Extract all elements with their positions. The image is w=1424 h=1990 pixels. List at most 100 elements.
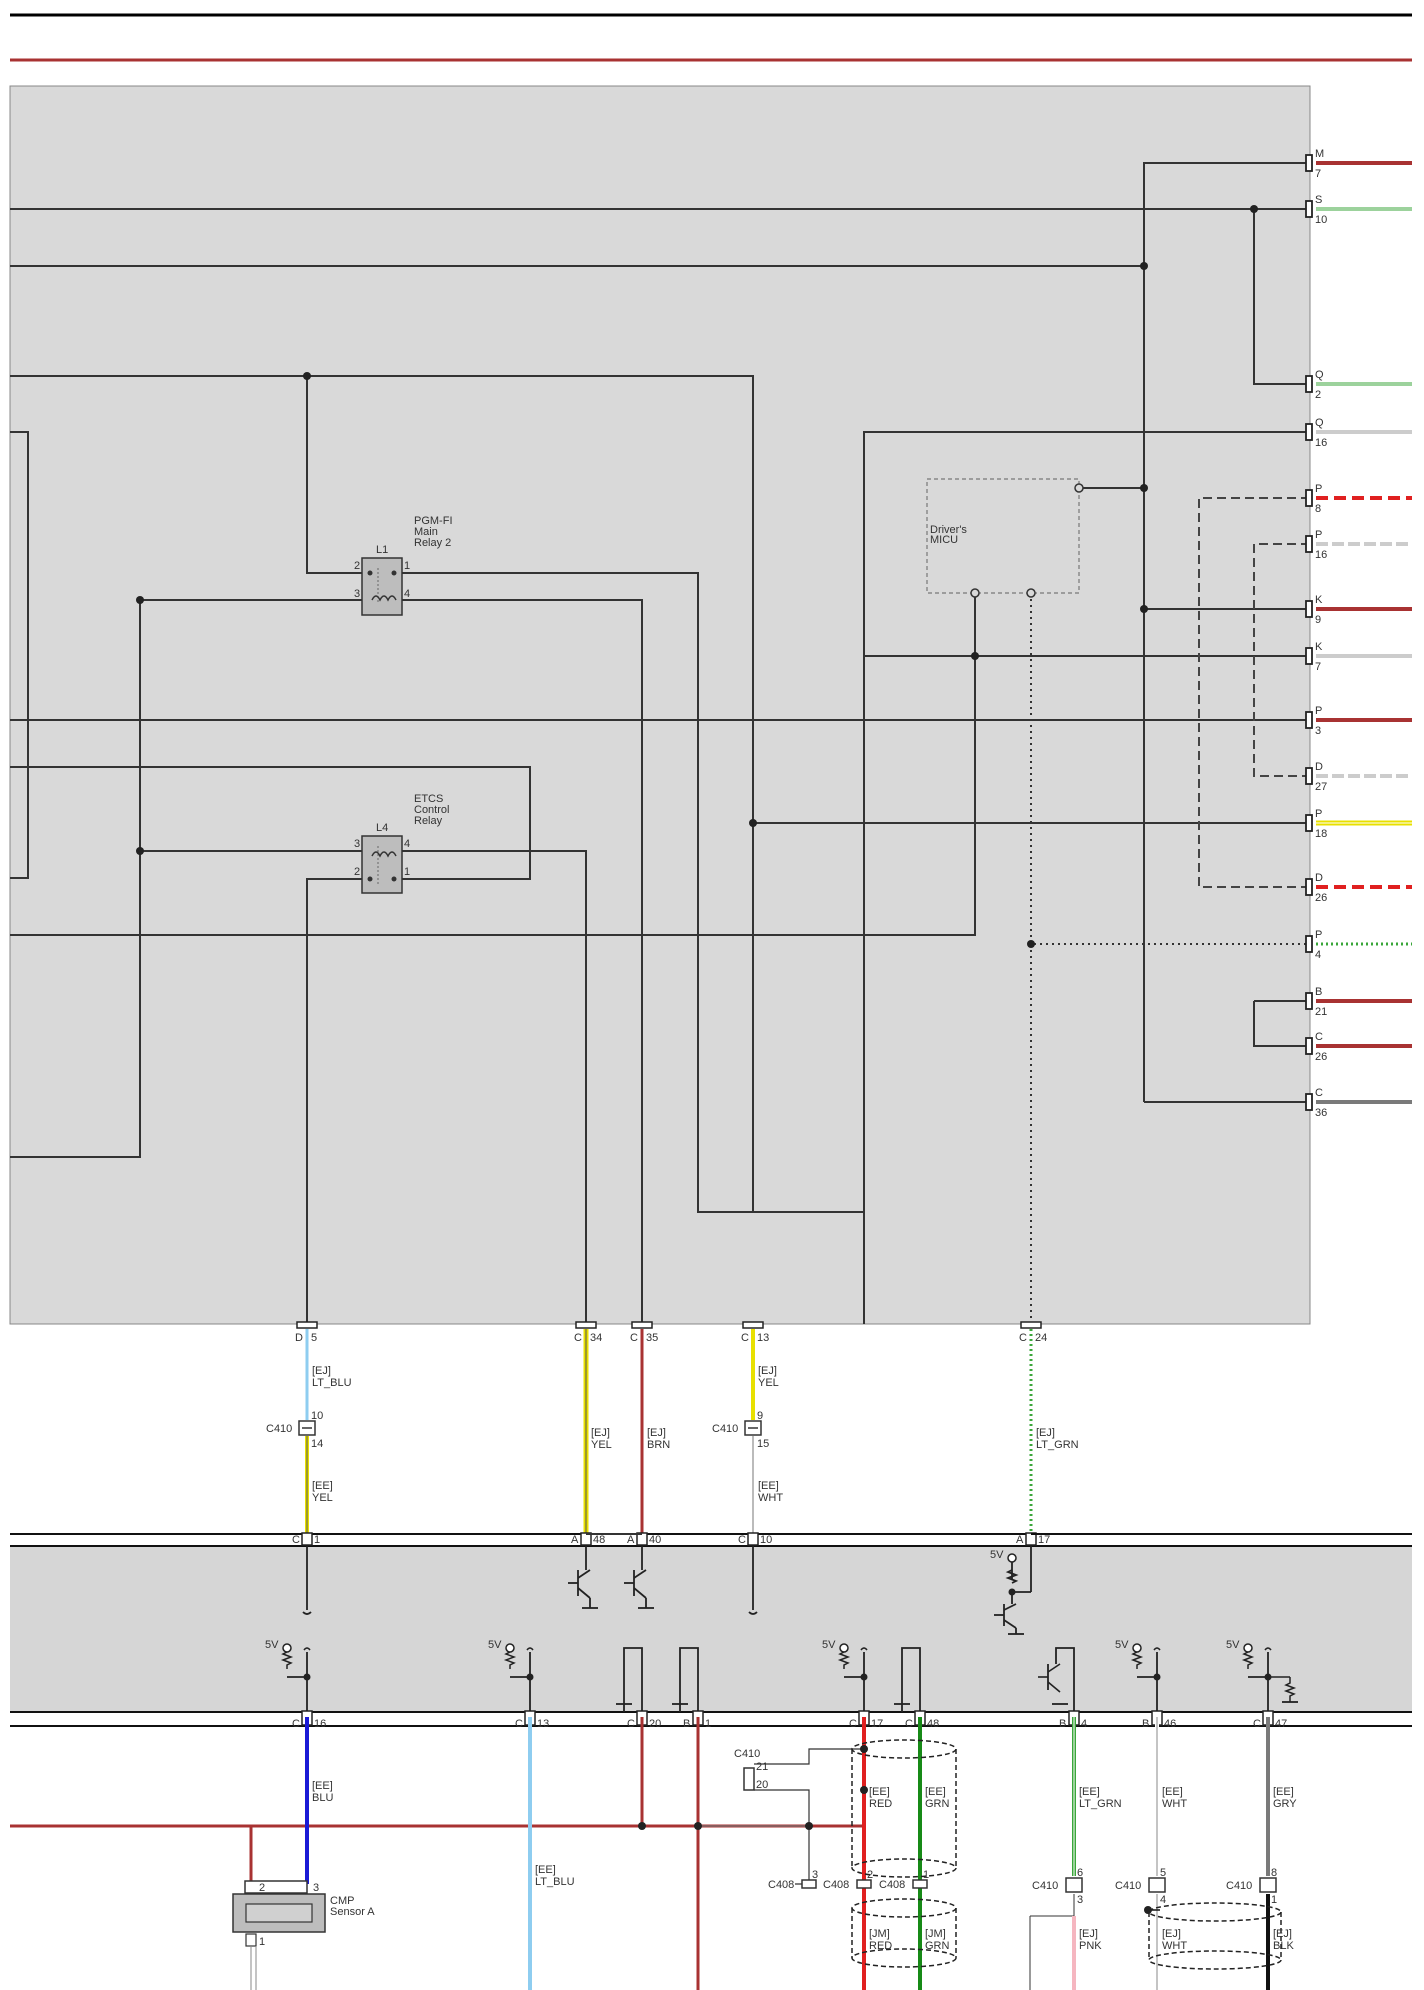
pullup-tilde: [303, 1647, 311, 1651]
wire-label-color: LT_BLU: [312, 1377, 352, 1389]
terminal-connector-label: C: [1019, 1332, 1027, 1344]
terminal-pin-label: 7: [1315, 168, 1321, 180]
cmp-sensor-label-2: Sensor A: [330, 1906, 375, 1918]
wire-label-code: [EE]: [758, 1480, 779, 1492]
pullup-tilde: [526, 1647, 534, 1651]
relay-l4-pin-bl: 2: [354, 866, 360, 878]
terminal-pin: [1305, 200, 1313, 218]
terminal-pin-label: 4: [1315, 949, 1321, 961]
terminal-pin-label: 26: [1315, 892, 1327, 904]
v5-source: [1132, 1643, 1142, 1653]
v5-label: 5V: [990, 1549, 1004, 1561]
terminal-connector-label: C: [292, 1718, 300, 1730]
right-terminals: M7S10Q2Q16P8P16K9K7P3D27P18D26P4B21C26C3…: [1305, 148, 1412, 1119]
relay-l1-title-3: Relay 2: [414, 537, 451, 549]
wire-label-code: [EJ]: [758, 1365, 777, 1377]
c410-bottom-2-name: C410: [1115, 1880, 1141, 1892]
terminal-pin: [1305, 1037, 1313, 1055]
relay-l1-pin-bl: 3: [354, 588, 360, 600]
c410-bottom-1-pin-bottom: 3: [1077, 1894, 1083, 1906]
terminal-connector-label: K: [1315, 594, 1323, 606]
wire-label-color: RED: [869, 1798, 892, 1810]
mid-junction-a17: [1008, 1588, 1016, 1596]
pulldown-resistor: [1283, 1677, 1297, 1702]
terminal-connector-label: P: [1315, 705, 1322, 717]
terminal-connector-label: C: [1315, 1087, 1323, 1099]
terminal-pin-label: 24: [1035, 1332, 1047, 1344]
ecm-dashed-wiring: [1198, 497, 1310, 888]
terminal-pin-label: 21: [1315, 1006, 1327, 1018]
micu-label-1: Driver's: [930, 524, 967, 536]
c410-bottom-1-name: C410: [1032, 1880, 1058, 1892]
relay-l1-pin-br: 4: [404, 588, 410, 600]
wire-label-color: WHT: [1162, 1940, 1187, 1952]
terminal-connector-label: Q: [1315, 417, 1324, 429]
c410-lower-pin-top: 21: [756, 1761, 768, 1773]
wire-label-code: [EJ]: [1079, 1928, 1098, 1940]
c410-lower-pin-bottom: 20: [756, 1779, 768, 1791]
terminal-connector-label: C: [1315, 1031, 1323, 1043]
wire-label-code: [EJ]: [647, 1427, 666, 1439]
terminal-pin: [1305, 767, 1313, 785]
b4-transistor-lead: [1055, 1647, 1075, 1712]
wire-label-color: BRN: [647, 1439, 670, 1451]
terminal-pin: [631, 1321, 653, 1329]
wire-label-code: [EJ]: [312, 1365, 331, 1377]
wire-label-color: BLK: [1273, 1940, 1294, 1952]
terminal-connector-label: A: [571, 1534, 579, 1546]
c408-pin-2: 2: [867, 1869, 873, 1881]
terminal-pin-label: 13: [537, 1718, 549, 1730]
terminal-pin: [1305, 878, 1313, 896]
v5-label: 5V: [265, 1639, 279, 1651]
terminal-pin-label: 2: [1315, 389, 1321, 401]
wire-label-code: [EE]: [1273, 1786, 1294, 1798]
c410-upper-connector-2: [744, 1420, 762, 1436]
wire-label-color: GRN: [925, 1798, 950, 1810]
micu-pin-bottom-left: [970, 588, 980, 598]
terminal-pin-label: 4: [1081, 1718, 1087, 1730]
wire-label-code: [EJ]: [1162, 1928, 1181, 1940]
c410-upper-2-pin-top: 9: [757, 1410, 763, 1422]
terminal-pin-label: 13: [757, 1332, 769, 1344]
relay-l4-title-3: Relay: [414, 815, 443, 827]
terminal-pin-label: 17: [871, 1718, 883, 1730]
relay-l1-pin-tr: 1: [404, 560, 410, 572]
wire-label-code: [EE]: [312, 1780, 333, 1792]
wire-label-code: [EJ]: [1273, 1928, 1292, 1940]
bottom-external-wires: [10, 1717, 1270, 1990]
terminal-connector-label: P: [1315, 929, 1322, 941]
relay-l4: [361, 835, 403, 894]
upper-wire-labels: [EJ] LT_BLU [EE] YEL [EJ] YEL [EJ] BRN […: [312, 1365, 1079, 1504]
c410-bottom-row: [1065, 1877, 1277, 1893]
terminal-pin-label: 16: [1315, 437, 1327, 449]
wire-label-color: YEL: [591, 1439, 612, 1451]
wire-label-color: GRY: [1273, 1798, 1297, 1810]
wire-label-code: [EE]: [1079, 1786, 1100, 1798]
b4-transistor-collector: [1047, 1663, 1061, 1673]
terminal-pin: [1305, 600, 1313, 618]
terminal-pin-label: 8: [1315, 503, 1321, 515]
terminal-connector-label: D: [295, 1332, 303, 1344]
pullup-resistor: [1241, 1651, 1255, 1669]
terminal-pin: [1305, 711, 1313, 729]
relay-l1: [361, 557, 403, 616]
terminal-pin-label: 16: [1315, 549, 1327, 561]
terminal-pin: [1305, 154, 1313, 172]
terminal-pin-label: 1: [314, 1534, 320, 1546]
terminal-connector-label: B: [1315, 986, 1322, 998]
terminal-pin-label: 16: [314, 1718, 326, 1730]
wire-label-code: [EJ]: [591, 1427, 610, 1439]
relay-l4-pin-br: 1: [404, 866, 410, 878]
cmp-pin-c: 1: [259, 1936, 265, 1948]
c408-pin-1: 3: [812, 1869, 818, 1881]
c408-name-2: C408: [823, 1879, 849, 1891]
wire-label-color: PNK: [1079, 1940, 1102, 1952]
terminal-pin: [296, 1321, 318, 1329]
terminal-pin: [1305, 489, 1313, 507]
terminal-pin: [742, 1321, 764, 1329]
shield-ej: [1148, 1902, 1282, 1970]
terminal-pin-label: 5: [311, 1332, 317, 1344]
v5-source-a17: [1007, 1553, 1017, 1563]
